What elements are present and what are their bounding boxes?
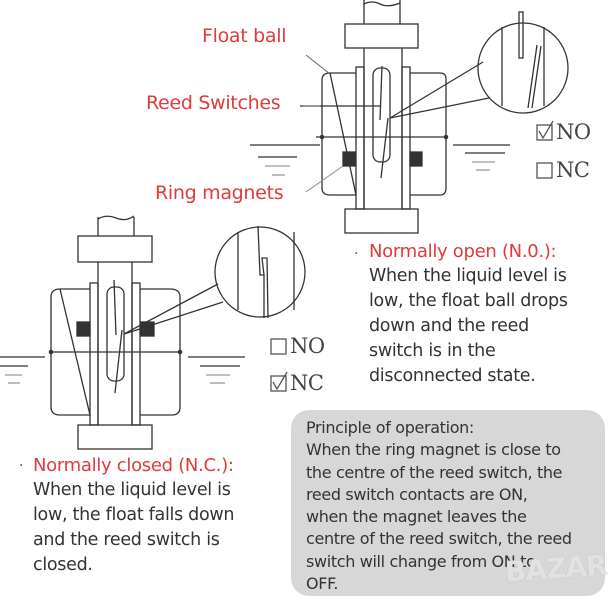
desc-line: When the liquid level is — [369, 266, 567, 286]
normally-open-description: Normally open (N.0.): When the liquid le… — [369, 239, 568, 389]
top-nc-label: NC — [556, 158, 590, 182]
desc-line: disconnected state. — [369, 366, 536, 386]
bullet-icon: · — [354, 246, 359, 262]
desc-line: switch is in the — [369, 341, 496, 361]
desc-line: low, the float ball drops — [369, 291, 568, 311]
normally-closed-title: Normally closed (N.C.): — [33, 455, 234, 476]
principle-line: centre of the reed switch, the reed — [306, 529, 572, 549]
callout-ring-magnets: Ring magnets — [155, 182, 284, 204]
principle-line: when the magnet leaves the — [306, 507, 527, 527]
bullet-icon: · — [19, 458, 24, 474]
bottom-nc-label: NC — [290, 371, 324, 395]
principle-title: Principle of operation: — [306, 418, 474, 437]
desc-line: closed. — [33, 555, 93, 575]
principle-line: OFF. — [306, 574, 339, 594]
principle-of-operation: Principle of operation: When the ring ma… — [306, 417, 606, 595]
callout-float-ball: Float ball — [202, 25, 287, 47]
principle-line: switch will change from ON to — [306, 551, 536, 571]
principle-line: When the ring magnet is close to — [306, 440, 561, 460]
principle-line: reed switch contacts are ON, — [306, 484, 528, 504]
desc-line: down and the reed — [369, 316, 529, 336]
desc-line: When the liquid level is — [33, 480, 231, 500]
normally-closed-description: Normally closed (N.C.): When the liquid … — [33, 453, 234, 578]
watermark-logo: BAZAR — [503, 548, 608, 589]
callout-reed-switches: Reed Switches — [146, 92, 281, 114]
desc-line: low, the float falls down — [33, 505, 235, 525]
principle-line: the centre of the reed switch, the — [306, 462, 563, 482]
desc-line: and the reed switch is — [33, 530, 220, 550]
top-no-label: NO — [556, 120, 591, 144]
normally-open-title: Normally open (N.0.): — [369, 241, 557, 262]
top-float-switch — [250, 0, 569, 234]
bottom-float-switch — [0, 215, 306, 450]
bottom-no-label: NO — [290, 334, 325, 358]
principle-box — [291, 410, 605, 596]
